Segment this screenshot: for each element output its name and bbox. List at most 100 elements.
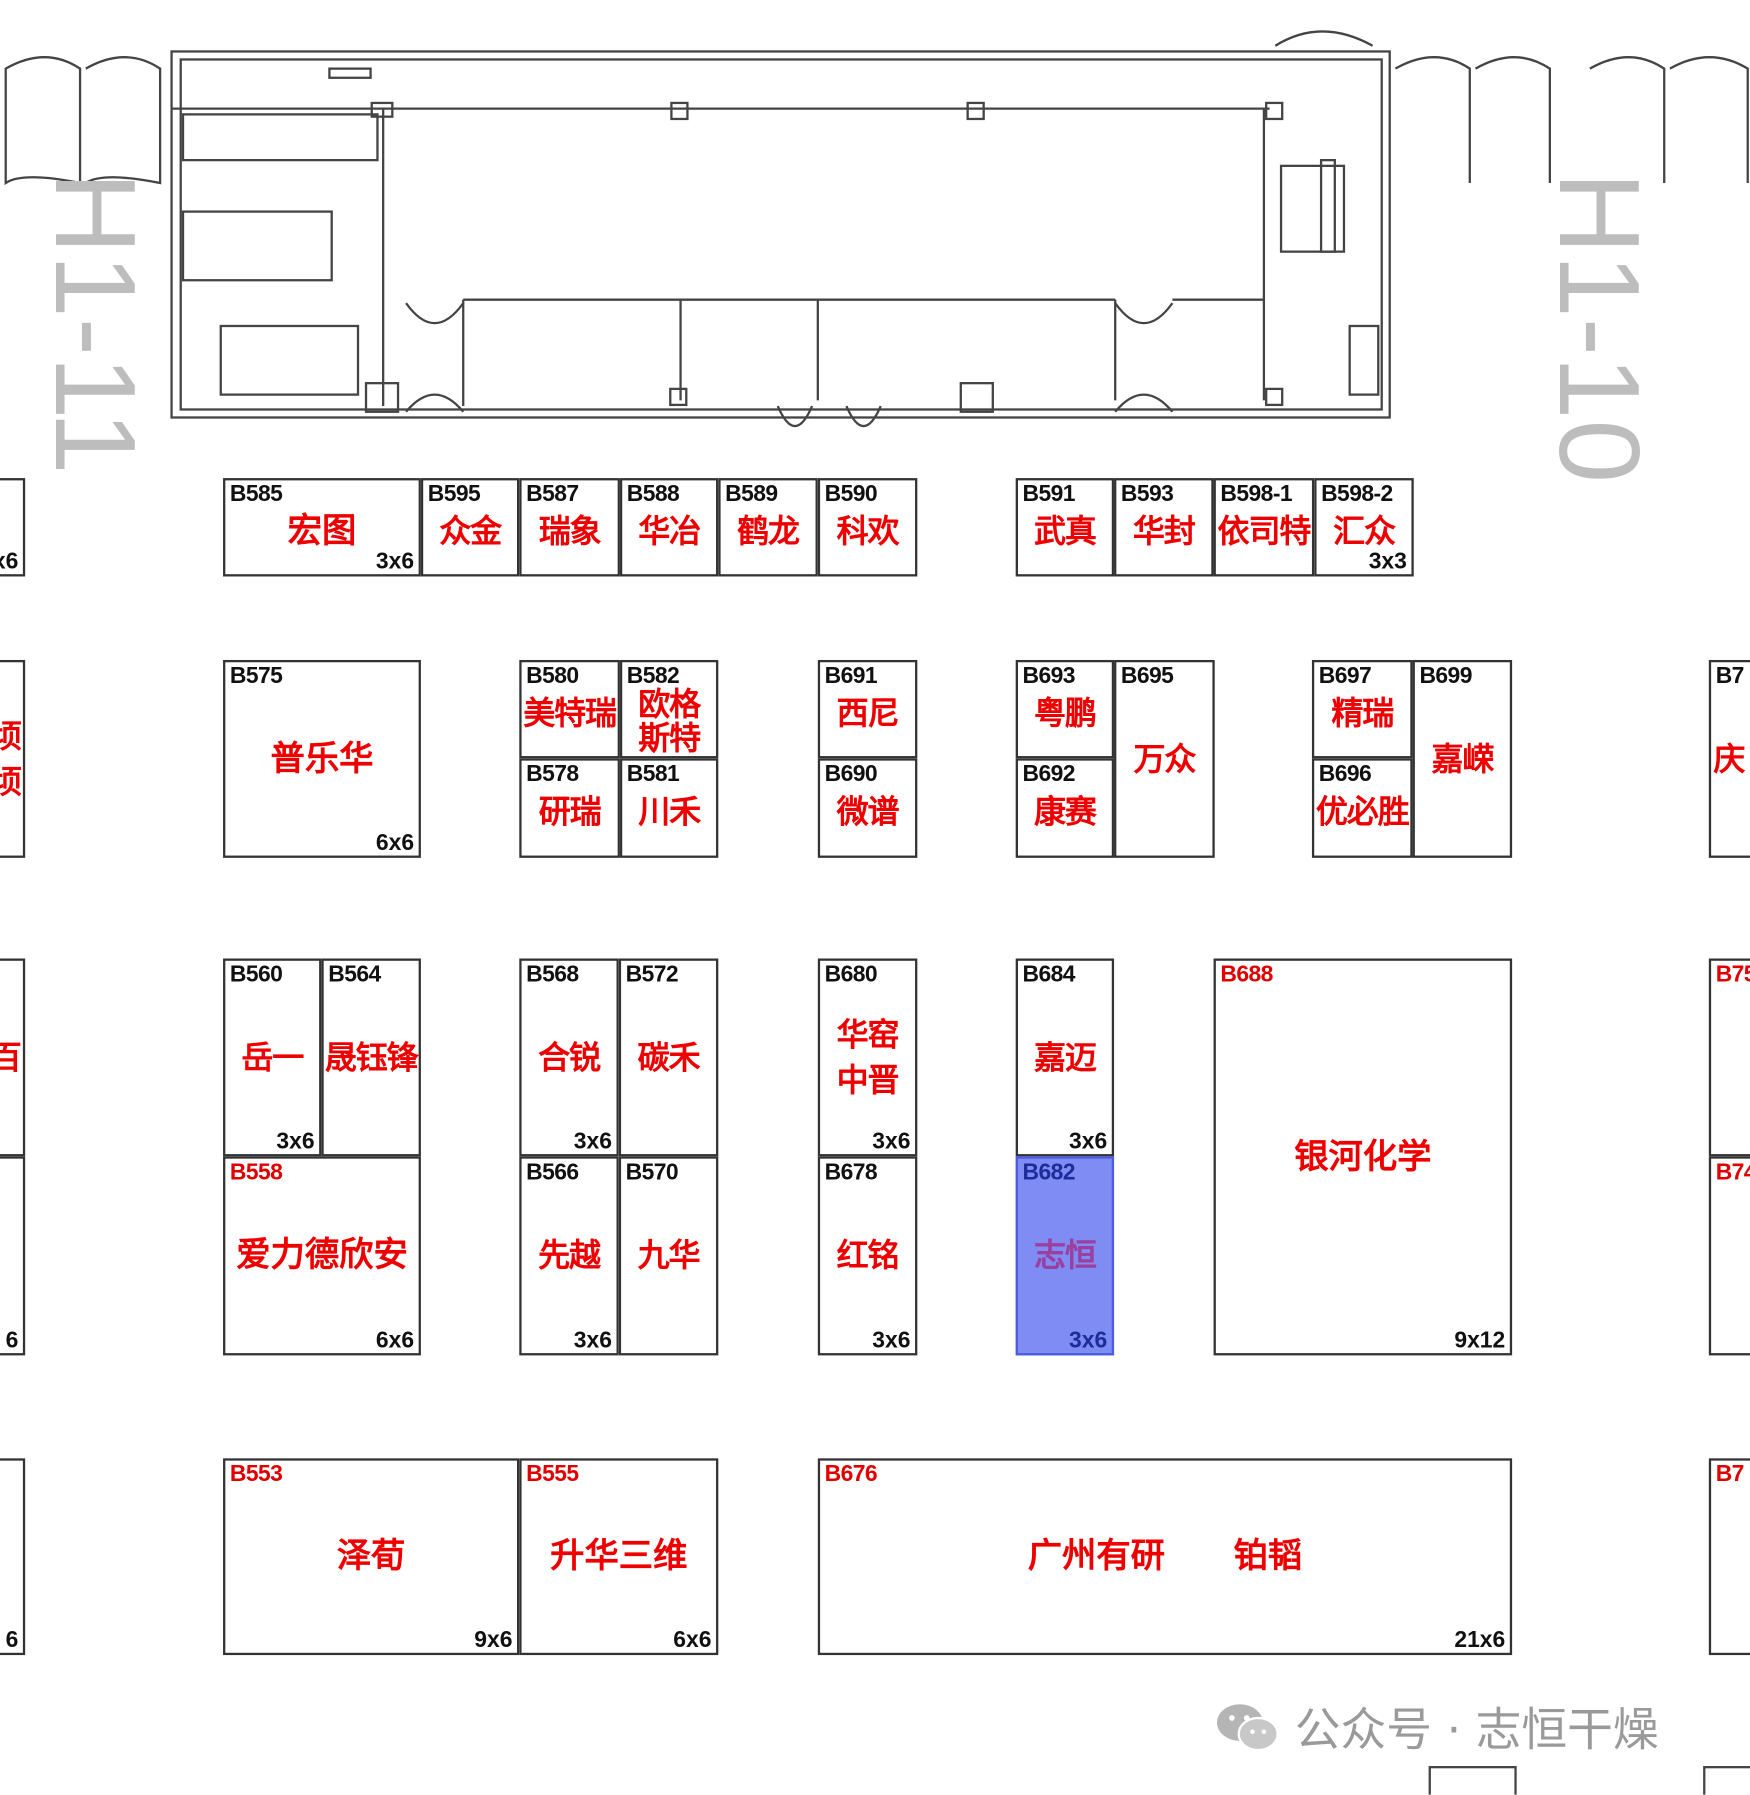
exhibitor-name: 华封 — [1132, 512, 1196, 551]
booth-b593[interactable]: B593 华封 — [1114, 478, 1214, 577]
booth-b696[interactable]: B696 优必胜 — [1311, 758, 1413, 858]
booth-size: 21x6 — [1454, 1627, 1506, 1653]
wechat-icon — [1217, 1704, 1279, 1752]
booth-b589[interactable]: B589 鹤龙 — [718, 478, 818, 577]
exhibitor-name: 泽荀 — [336, 1536, 406, 1577]
booth-id: B582 — [626, 663, 680, 689]
hall-label-left: H1-11 — [30, 171, 159, 475]
booth-size: 3x6 — [375, 549, 415, 575]
booth-size: 3x6 — [872, 1327, 911, 1354]
booth-partial[interactable]: 6 — [0, 1458, 26, 1656]
booth-id: B578 — [526, 761, 579, 787]
booth-id: B692 — [1022, 761, 1076, 787]
booth-id: B568 — [526, 961, 579, 988]
booth-id: B682 — [1022, 1159, 1076, 1185]
exhibitor-name: 九华 — [637, 1236, 701, 1275]
booth-partial[interactable]: 顷 顷 — [0, 659, 26, 858]
booth-id: B593 — [1120, 481, 1174, 507]
booth-b691[interactable]: B691 西尼 — [817, 659, 918, 759]
exhibitor-name: 西尼 — [836, 694, 900, 733]
booth-id: B74 — [1715, 1159, 1750, 1185]
exhibitor-name: 川禾 — [638, 792, 701, 831]
booth-id: B680 — [824, 961, 878, 988]
booth-size: 3x6 — [872, 1128, 911, 1155]
booth-id: B691 — [824, 663, 878, 689]
booth-id: B696 — [1318, 761, 1372, 787]
exhibitor-name: 微谱 — [836, 792, 900, 831]
booth-size: 6 — [5, 1627, 19, 1653]
booth-id: B588 — [626, 481, 680, 507]
exhibitor-name: 百 — [0, 1035, 22, 1081]
exhibitor-name: 碳禾 — [637, 1037, 701, 1076]
exhibitor-name: 广州有研 铂韬 — [1027, 1536, 1303, 1577]
exhibitor-name: 粤鹏 — [1033, 694, 1097, 733]
booth-size: 3x6 — [573, 1327, 612, 1354]
exhibitor-name: 欧格 斯特 — [638, 685, 701, 758]
exhibitor-name: 鹤龙 — [737, 512, 800, 551]
booth-id: B560 — [229, 961, 283, 988]
booth-b568[interactable]: B568 合锐 3x6 — [519, 958, 619, 1157]
exhibitor-name: 晟钰锋 — [324, 1037, 419, 1076]
booth-size: x6 — [0, 549, 19, 575]
exhibitor-name: 优必胜 — [1315, 792, 1410, 831]
booth-partial[interactable]: x6 — [0, 478, 26, 577]
booth-id: B678 — [824, 1159, 878, 1185]
booth-id: B575 — [229, 663, 283, 689]
exhibitor-name: 先越 — [538, 1236, 601, 1275]
booth-id: B566 — [526, 1159, 579, 1185]
booth-id: B589 — [725, 481, 778, 507]
exhibitor-name: 科欢 — [836, 512, 900, 551]
booth-id: B553 — [229, 1461, 283, 1487]
booth-b7[interactable]: B7 — [1708, 1458, 1750, 1656]
booth-size: 3x3 — [1368, 549, 1407, 575]
booth-size: 6x6 — [375, 1327, 415, 1354]
booth-b566[interactable]: B566 先越 3x6 — [519, 1156, 619, 1356]
exhibitor-name: 瑞象 — [538, 512, 602, 551]
hall-label-right: H1-10 — [1534, 171, 1664, 484]
booth-id: B699 — [1419, 663, 1472, 689]
booth-size: 3x6 — [573, 1128, 612, 1155]
booth-b75[interactable]: B75 — [1708, 958, 1750, 1157]
booth-id: B697 — [1318, 663, 1372, 689]
booth-size: 3x6 — [276, 1128, 315, 1155]
booth-partial[interactable]: 百 — [0, 958, 26, 1157]
booth-size: 6x6 — [375, 830, 415, 856]
exhibitor-name: 合锐 — [538, 1037, 601, 1076]
booth-b74[interactable]: B74 — [1708, 1156, 1750, 1356]
booth-partial[interactable]: 6 — [0, 1156, 26, 1356]
